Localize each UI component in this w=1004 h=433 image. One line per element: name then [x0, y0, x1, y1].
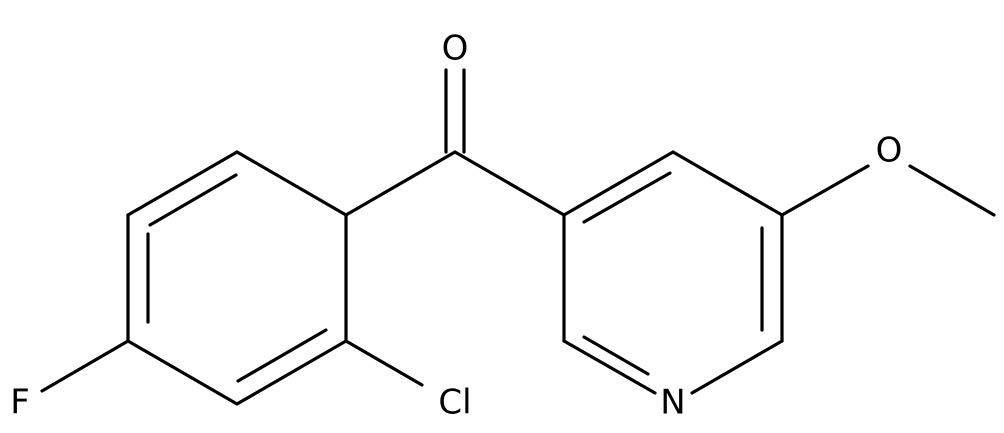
pyridine-ring: [562, 150, 784, 395]
atom-label-oxygen-methoxy: O: [876, 131, 903, 171]
atom-label-oxygen-carbonyl: O: [442, 29, 469, 69]
atom-label-fluorine: F: [10, 383, 30, 423]
atom-label-chlorine: Cl: [438, 383, 471, 423]
bond-carbonyl-pyridine: [453, 150, 566, 217]
bond-carbonyl-phenyl: [344, 150, 457, 217]
carbonyl-bond: [444, 68, 466, 154]
bond-c-o-methoxy: [780, 164, 870, 217]
bond-c-f: [40, 339, 130, 393]
phenyl-ring: [126, 150, 348, 406]
bond-o-methyl: [908, 164, 996, 217]
atom-label-nitrogen: N: [660, 383, 685, 423]
bond-c-cl: [344, 339, 424, 387]
